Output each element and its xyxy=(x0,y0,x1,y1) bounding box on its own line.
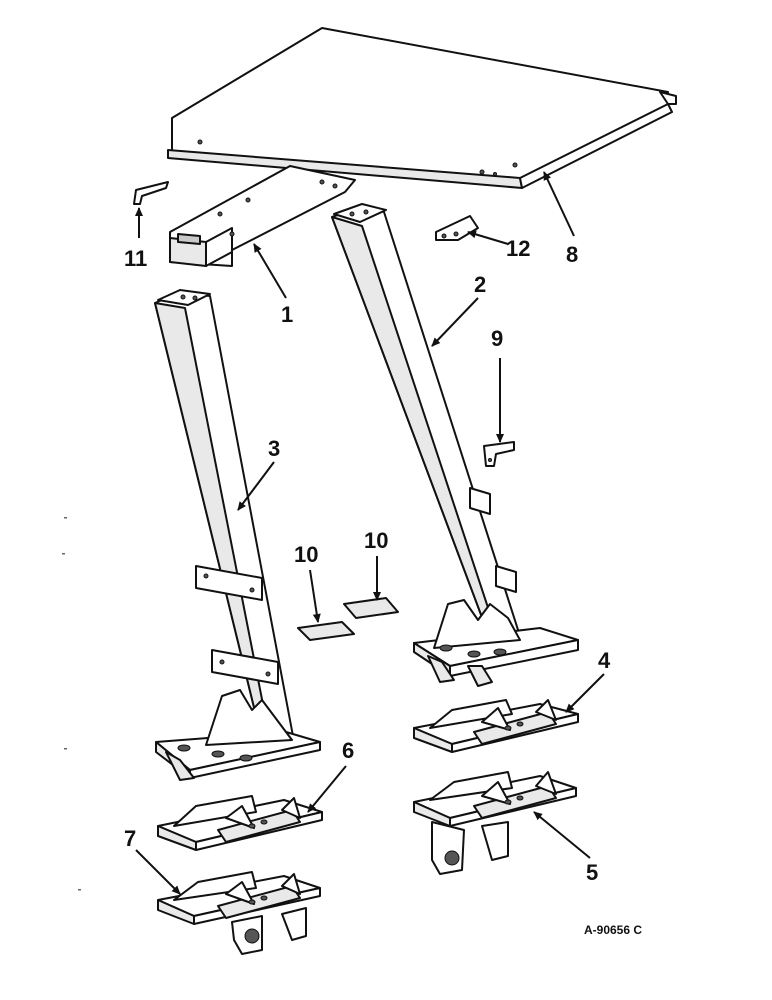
leader-1 xyxy=(253,243,287,299)
leader-4 xyxy=(565,673,605,713)
cross-tube-part-1 xyxy=(169,165,356,267)
mount-part-7 xyxy=(157,871,321,955)
callout-3: 3 xyxy=(268,436,280,461)
leader-5 xyxy=(533,811,591,859)
mount-pad-part-6 xyxy=(157,795,323,851)
leader-10a xyxy=(309,569,321,623)
callout-labels: 11 1 12 8 2 9 3 10 10 4 6 7 5 A-90656 C xyxy=(124,236,642,937)
leader-6 xyxy=(307,765,347,813)
leader-7 xyxy=(135,849,181,895)
callout-9: 9 xyxy=(491,326,503,351)
shim-part-10-left xyxy=(297,621,355,641)
left-post-part-3 xyxy=(154,289,294,741)
callout-2: 2 xyxy=(474,272,486,297)
leader-12 xyxy=(467,230,509,245)
shim-part-10-right xyxy=(343,597,399,619)
reference-number: A-90656 C xyxy=(584,923,642,937)
scan-specks xyxy=(62,517,81,891)
bracket-part-11 xyxy=(133,181,169,205)
leader-2 xyxy=(431,297,479,347)
leader-3 xyxy=(237,461,275,511)
callout-12: 12 xyxy=(506,236,530,261)
canopy-top-part-8 xyxy=(167,27,677,189)
right-post-part-2 xyxy=(331,203,521,645)
right-post-foot xyxy=(413,599,579,687)
leader-lines xyxy=(135,171,605,895)
callout-10a: 10 xyxy=(294,542,318,567)
mount-pad-part-4 xyxy=(413,699,579,753)
callout-5: 5 xyxy=(586,860,598,885)
callout-8: 8 xyxy=(566,242,578,267)
callout-4: 4 xyxy=(598,648,611,673)
callout-7: 7 xyxy=(124,826,136,851)
mount-part-5 xyxy=(413,771,577,875)
bracket-part-12 xyxy=(435,215,479,241)
callout-11: 11 xyxy=(124,246,147,271)
left-post-foot xyxy=(155,689,321,781)
callout-10b: 10 xyxy=(364,528,388,553)
callout-6: 6 xyxy=(342,738,354,763)
callout-1: 1 xyxy=(281,302,293,327)
bracket-part-9 xyxy=(483,441,515,467)
leader-8 xyxy=(543,171,575,237)
